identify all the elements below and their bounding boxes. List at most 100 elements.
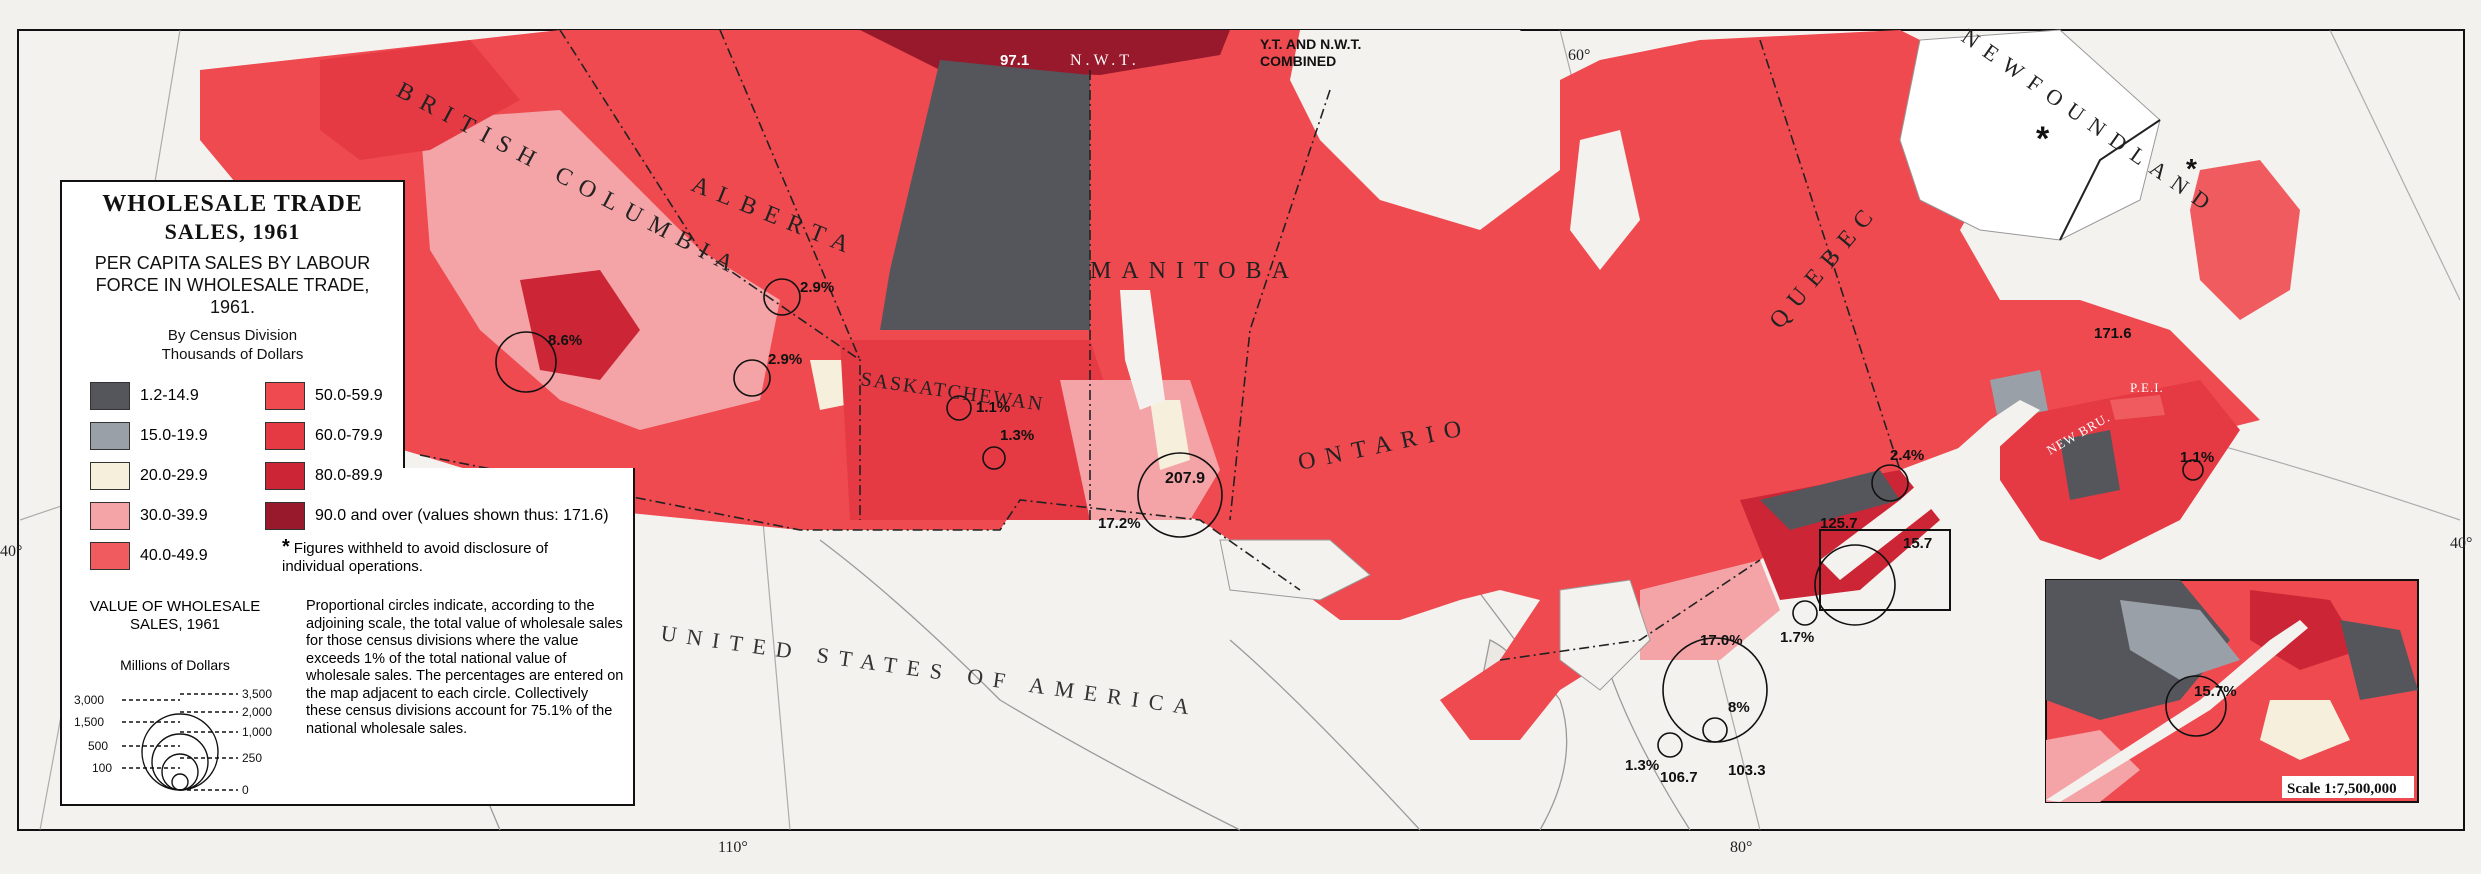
region-nb-grey — [2060, 430, 2120, 500]
legend-swatch-1 — [90, 382, 130, 410]
value-on-ottawa: 1.7% — [1780, 629, 1814, 646]
legend-swatch-8 — [265, 462, 305, 490]
value-sk-regina: 1.1% — [976, 399, 1010, 416]
asterisk-newfoundland: * — [2186, 153, 2197, 184]
value-on-hamilton: 8% — [1728, 699, 1750, 716]
value-on-c: 103.3 — [1728, 762, 1766, 779]
scale-left-1: 3,000 — [74, 693, 104, 707]
legend-class-6: 50.0-59.9 — [265, 382, 383, 410]
st-lawrence — [1820, 400, 2040, 580]
label-nwt: N.W.T. — [1070, 52, 1140, 69]
legend-swatch-3 — [90, 462, 130, 490]
scale-right-3: 1,000 — [242, 725, 272, 739]
inset-scale-label: Scale 1:7,500,000 — [2287, 781, 2397, 797]
value-on-a: 1.3% — [1625, 757, 1659, 774]
value-sk-saskatoon: 1.3% — [1000, 427, 1034, 444]
scale-right-1: 3,500 — [242, 687, 272, 701]
legend-class-9: 90.0 and over (values shown thus: 171.6) — [265, 502, 609, 530]
value-qc-montreal-pct: 15.7 — [1903, 535, 1932, 552]
degree-right-40: 40° — [2450, 535, 2472, 552]
legend-class-2: 15.0-19.9 — [90, 422, 208, 450]
legend-class-5: 40.0-49.9 — [90, 542, 208, 570]
value-on-b: 106.7 — [1660, 769, 1698, 786]
james-bay — [1570, 130, 1640, 270]
scale-right-4: 250 — [242, 751, 262, 765]
scale-left-2: 1,500 — [74, 715, 104, 729]
legend-swatch-6 — [265, 382, 305, 410]
legend-class-3: 20.0-29.9 — [90, 462, 208, 490]
legend-label-1: 1.2-14.9 — [140, 387, 199, 404]
label-pei: P.E.I. — [2130, 380, 2164, 395]
lake-huron — [1559, 579, 1651, 691]
legend-subtitle: PER CAPITA SALES BY LABOUR FORCE IN WHOL… — [94, 253, 371, 317]
degree-bottom-110: 110° — [718, 839, 748, 856]
legend-value-title: VALUE OF WHOLESALE SALES, 1961 — [89, 598, 261, 633]
region-ontario-south — [1640, 560, 1780, 660]
legend-label-6: 50.0-59.9 — [315, 387, 383, 404]
scale-right-5: 0 — [242, 783, 249, 797]
degree-left-40: 40° — [0, 543, 22, 560]
label-manitoba: MANITOBA — [1090, 258, 1299, 284]
provincial-borders — [419, 29, 1901, 661]
lake-winnipeg — [1120, 290, 1165, 410]
value-ab-calgary: 2.9% — [800, 279, 834, 296]
value-on-toronto: 17.0% — [1700, 632, 1743, 649]
legend-label-8: 80.0-89.9 — [315, 467, 383, 484]
legend-withheld-note: *Figures withheld to avoid disclosure of… — [282, 536, 612, 576]
region-qc-grey — [1760, 470, 1900, 530]
legend-swatch-9 — [265, 502, 305, 530]
asterisk-labrador: * — [2036, 120, 2050, 158]
value-bc-vancouver: 8.6% — [548, 332, 582, 349]
legend-label-3: 20.0-29.9 — [140, 467, 208, 484]
region-pei — [2110, 395, 2165, 420]
canada-land — [200, 29, 2300, 740]
degree-top-60: 60° — [1568, 47, 1590, 64]
legend-swatch-7 — [265, 422, 305, 450]
value-mb-winnipeg: 207.9 — [1165, 470, 1205, 487]
inset-map: 15.7% Scale 1:7,500,000 — [2045, 579, 2419, 803]
legend-value-unit: Millions of Dollars — [120, 657, 230, 673]
legend-class-4: 30.0-39.9 — [90, 502, 208, 530]
region-newfoundland — [2190, 160, 2300, 320]
region-bc-coast — [320, 40, 520, 160]
label-yt-nwt-combined: Y.T. AND N.W.T. COMBINED — [1260, 36, 1362, 69]
legend-circles-note: Proportional circles indicate, according… — [306, 598, 624, 737]
proportional-circles — [495, 278, 2204, 758]
region-maritimes — [2000, 380, 2240, 560]
legend-class-1: 1.2-14.9 — [90, 382, 199, 410]
legend-circle-scale: 3,000 1,500 500 100 3,500 2,000 1,000 25… — [74, 687, 272, 797]
legend-label-2: 15.0-19.9 — [140, 427, 208, 444]
region-base — [200, 30, 2260, 740]
legend-title-line1: WHOLESALE TRADE — [102, 191, 363, 217]
scale-right-2: 2,000 — [242, 705, 272, 719]
region-prairie-south — [840, 340, 1130, 520]
value-inset-pct: 15.7% — [2194, 683, 2237, 700]
value-ab-edmonton: 2.9% — [768, 351, 802, 368]
legend-title-line2: SALES, 1961 — [164, 219, 301, 244]
region-north-sk — [880, 60, 1090, 330]
value-ns-halifax: 1.1% — [2180, 449, 2214, 466]
lake-superior — [1219, 539, 1371, 601]
hudson-bay — [1290, 30, 1560, 230]
legend-class-7: 60.0-79.9 — [265, 422, 383, 450]
legend-swatch-2 — [90, 422, 130, 450]
legend-lower-panel — [60, 468, 635, 806]
legend-label-7: 60.0-79.9 — [315, 427, 383, 444]
scale-left-3: 500 — [88, 739, 108, 753]
value-nwt: 97.1 — [1000, 52, 1029, 69]
legend-label-4: 30.0-39.9 — [140, 507, 208, 524]
legend-unit-line2: Thousands of Dollars — [161, 346, 304, 363]
value-qc-montreal: 125.7 — [1820, 515, 1858, 532]
labrador-border — [2059, 119, 2161, 241]
legend-label-9: 90.0 and over (values shown thus: 171.6) — [315, 507, 609, 524]
legend-withheld-text: Figures withheld to avoid disclosure of … — [282, 540, 549, 575]
inset-locator-box — [1819, 529, 1951, 611]
value-qc-quebec: 2.4% — [1890, 447, 1924, 464]
scale-left-4: 100 — [92, 761, 112, 775]
value-nb: 171.6 — [2094, 325, 2132, 342]
legend-label-5: 40.0-49.9 — [140, 547, 208, 564]
legend-class-8: 80.0-89.9 — [265, 462, 383, 490]
legend-asterisk: * — [282, 536, 290, 558]
